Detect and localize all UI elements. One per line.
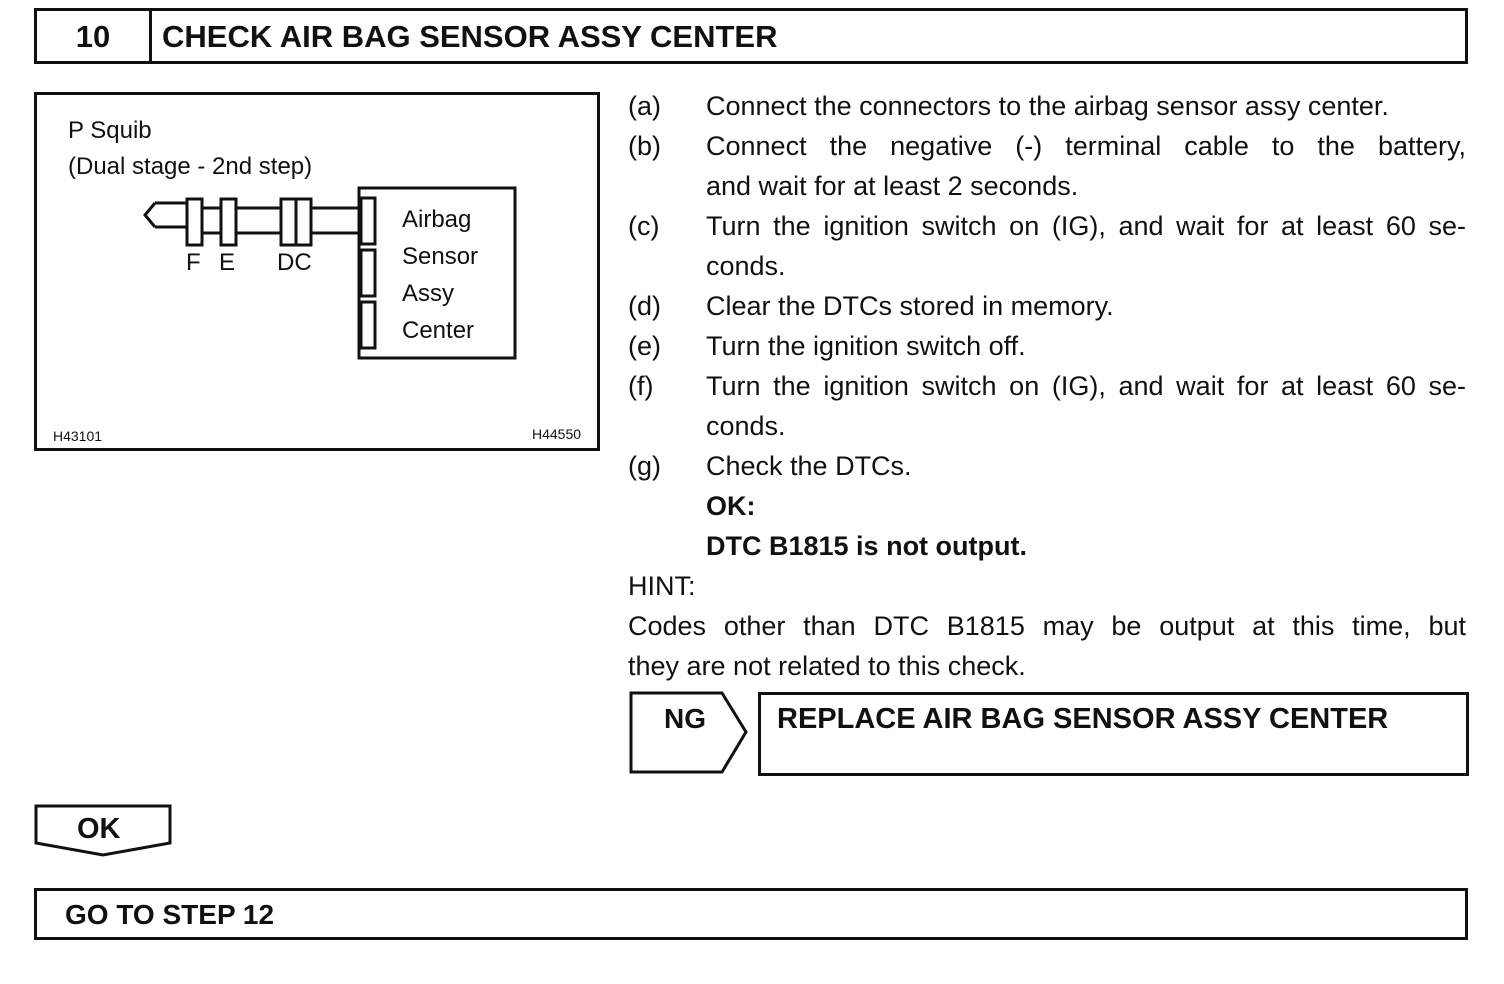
step-d-label: (d) bbox=[628, 291, 661, 321]
connector-f bbox=[185, 197, 204, 247]
ng-action-text: REPLACE AIR BAG SENSOR ASSY CENTER bbox=[777, 703, 1389, 735]
diagram-title-line1: P Squib bbox=[68, 117, 152, 144]
component-label-line2: Sensor bbox=[402, 243, 479, 270]
step-g: (g) Check the DTCs. OK: DTC B1815 is not… bbox=[628, 446, 1466, 566]
step-header: 10 CHECK AIR BAG SENSOR ASSY CENTER bbox=[34, 8, 1468, 64]
component-label-line1: Airbag bbox=[402, 206, 472, 233]
connector-schematic bbox=[143, 186, 517, 360]
sensor-terminal-2 bbox=[359, 248, 377, 298]
ng-action-box: REPLACE AIR BAG SENSOR ASSY CENTER bbox=[758, 692, 1469, 776]
ok-criteria-text: DTC B1815 is not output. bbox=[706, 531, 1028, 561]
step-b-text-line1: Connect the negative (-) terminal cable … bbox=[706, 131, 1466, 161]
connector-e bbox=[219, 197, 238, 247]
sensor-terminal-3 bbox=[359, 300, 377, 350]
step-f-text-line1: Turn the ignition switch on (IG), and wa… bbox=[706, 371, 1466, 401]
ng-arrow bbox=[629, 691, 748, 774]
step-f-label: (f) bbox=[628, 371, 654, 401]
step-c-text-line1: Turn the ignition switch on (IG), and wa… bbox=[706, 211, 1466, 241]
sensor-assy-box bbox=[357, 186, 517, 360]
step-title: CHECK AIR BAG SENSOR ASSY CENTER bbox=[162, 19, 778, 54]
ok-criteria-label: OK: bbox=[706, 491, 756, 521]
step-c: (c) Turn the ignition switch on (IG), an… bbox=[628, 206, 1466, 286]
step-d-text: Clear the DTCs stored in memory. bbox=[706, 291, 1114, 321]
step-a: (a) Connect the connectors to the airbag… bbox=[628, 86, 1466, 126]
diagram-code-right: H44550 bbox=[532, 426, 582, 442]
hint-text-line2: they are not related to this check. bbox=[628, 651, 1026, 681]
step-g-label: (g) bbox=[628, 451, 661, 481]
component-label-line3: Assy bbox=[402, 280, 455, 307]
diagram-title-line2: (Dual stage - 2nd step) bbox=[68, 153, 313, 180]
step-e-text: Turn the ignition switch off. bbox=[706, 331, 1026, 361]
component-label-line4: Center bbox=[402, 317, 475, 344]
step-e-label: (e) bbox=[628, 331, 661, 361]
step-d: (d) Clear the DTCs stored in memory. bbox=[628, 286, 1466, 326]
goto-box: GO TO STEP 12 bbox=[34, 888, 1468, 940]
squib-diagram: P Squib (Dual stage - 2nd step) F E DC A… bbox=[34, 92, 600, 451]
step-c-label: (c) bbox=[628, 211, 660, 241]
step-f: (f) Turn the ignition switch on (IG), an… bbox=[628, 366, 1466, 446]
diagram-code-left: H43101 bbox=[53, 428, 103, 444]
connector-label-dc: DC bbox=[277, 249, 312, 276]
step-g-text: Check the DTCs. bbox=[706, 451, 912, 481]
hint-text-line1: Codes other than DTC B1815 may be output… bbox=[628, 611, 1466, 641]
step-number: 10 bbox=[37, 11, 152, 61]
step-b-label: (b) bbox=[628, 131, 661, 161]
connector-label-e: E bbox=[219, 249, 236, 276]
sensor-terminal-1 bbox=[359, 196, 377, 246]
ok-arrow bbox=[34, 804, 172, 857]
step-a-text: Connect the connectors to the airbag sen… bbox=[706, 91, 1389, 121]
connector-d bbox=[279, 197, 298, 247]
hint-label: HINT: bbox=[628, 571, 696, 601]
step-f-text-line2: conds. bbox=[706, 411, 786, 441]
connector-c bbox=[294, 197, 313, 247]
step-b-text-line2: and wait for at least 2 seconds. bbox=[706, 171, 1079, 201]
step-b: (b) Connect the negative (-) terminal ca… bbox=[628, 126, 1466, 206]
ng-label: NG bbox=[664, 703, 706, 734]
ok-label: OK bbox=[77, 813, 121, 845]
step-e: (e) Turn the ignition switch off. bbox=[628, 326, 1466, 366]
goto-text: GO TO STEP 12 bbox=[65, 899, 275, 930]
step-c-text-line2: conds. bbox=[706, 251, 786, 281]
connector-label-f: F bbox=[186, 249, 201, 276]
squib-plug-tip bbox=[143, 202, 157, 228]
step-a-label: (a) bbox=[628, 91, 661, 121]
